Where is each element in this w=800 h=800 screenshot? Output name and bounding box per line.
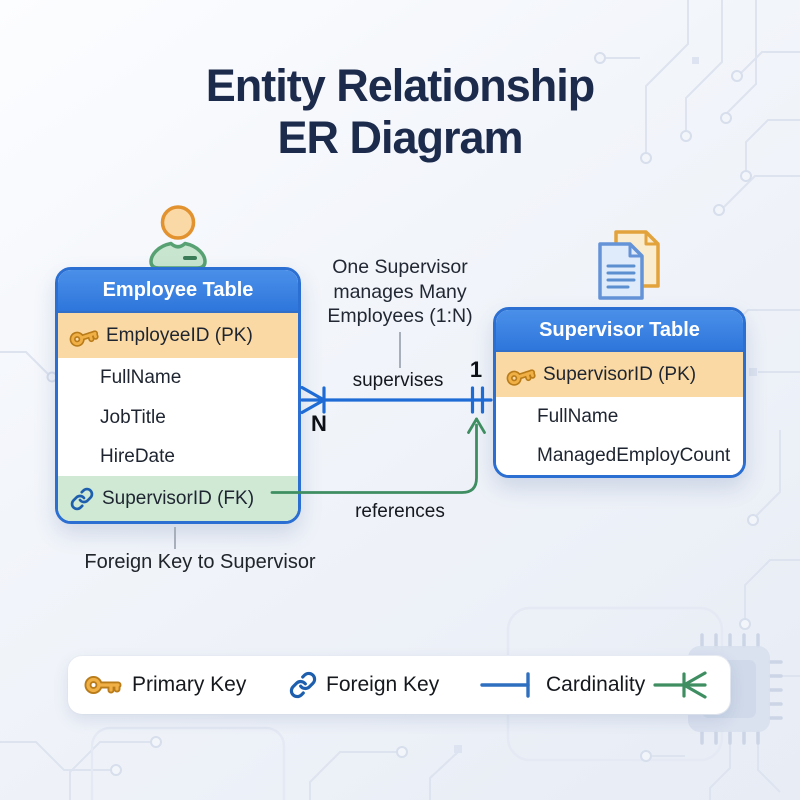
cardinality-many-label: N	[311, 411, 327, 436]
table-row-employeeid-pk: EmployeeID (PK)	[58, 313, 298, 358]
table-row-label: SupervisorID (PK)	[543, 363, 697, 385]
table-row-label: JobTitle	[100, 407, 166, 428]
cardinality-one-icon	[480, 672, 530, 698]
legend-cardinality-label: Cardinality	[546, 673, 646, 696]
references-label: references	[355, 501, 445, 522]
table-row-supervisorid-pk: SupervisorID (PK)	[496, 352, 743, 397]
employee-table: Employee Table EmployeeID (PK) FullName …	[55, 267, 301, 524]
legend-cardinality-one-item	[478, 656, 534, 714]
legend: Primary Key Foreign Key Cardinality	[68, 656, 730, 714]
legend-foreign-key-item	[288, 656, 318, 714]
link-icon	[289, 671, 317, 699]
legend-cardinality-many-item	[652, 656, 710, 714]
employee-table-header: Employee Table	[58, 270, 298, 313]
relationship-description-line2: manages Many	[333, 280, 467, 303]
table-row-hiredate: HireDate	[58, 438, 298, 476]
supervises-label: supervises	[352, 370, 444, 391]
table-row-supervisorid-fk: SupervisorID (FK)	[58, 476, 298, 521]
table-row-label: ManagedEmployCount	[537, 445, 731, 466]
relationship-description-line3: Employees (1:N)	[327, 305, 473, 327]
key-icon	[69, 329, 99, 347]
cardinality-one-label: 1	[469, 357, 483, 382]
key-icon	[84, 676, 122, 694]
key-icon	[506, 368, 536, 386]
legend-primary-key-item	[84, 656, 124, 714]
table-row-label: EmployeeID (PK)	[106, 324, 253, 346]
person-icon	[149, 205, 207, 270]
table-row-managedemploycount: ManagedEmployCount	[496, 437, 743, 475]
page-title-line2: ER Diagram	[277, 112, 523, 163]
table-row-fullname: FullName	[58, 358, 298, 398]
table-row-fullname: FullName	[496, 397, 743, 437]
legend-primary-key-label: Primary Key	[132, 673, 247, 696]
table-row-label: SupervisorID (FK)	[102, 487, 255, 509]
legend-foreign-key-label: Foreign Key	[326, 673, 440, 696]
cardinality-many-crowfoot-icon	[653, 671, 707, 699]
supervisor-table: Supervisor Table SupervisorID (PK) FullN…	[493, 307, 746, 478]
link-icon	[70, 487, 94, 510]
table-row-label: HireDate	[100, 446, 175, 467]
foreign-key-note: Foreign Key to Supervisor	[84, 551, 316, 573]
page-title: Entity Relationship ER Diagram	[0, 60, 800, 164]
documents-icon	[598, 230, 660, 300]
table-row-label: FullName	[537, 406, 619, 427]
relationship-description: One Supervisor manages Many Employees (1…	[295, 255, 505, 329]
page-title-line1: Entity Relationship	[205, 60, 596, 111]
table-row-label: FullName	[100, 367, 182, 388]
table-row-jobtitle: JobTitle	[58, 398, 298, 438]
relationship-description-line1: One Supervisor	[332, 256, 468, 278]
supervisor-table-header: Supervisor Table	[496, 310, 743, 352]
